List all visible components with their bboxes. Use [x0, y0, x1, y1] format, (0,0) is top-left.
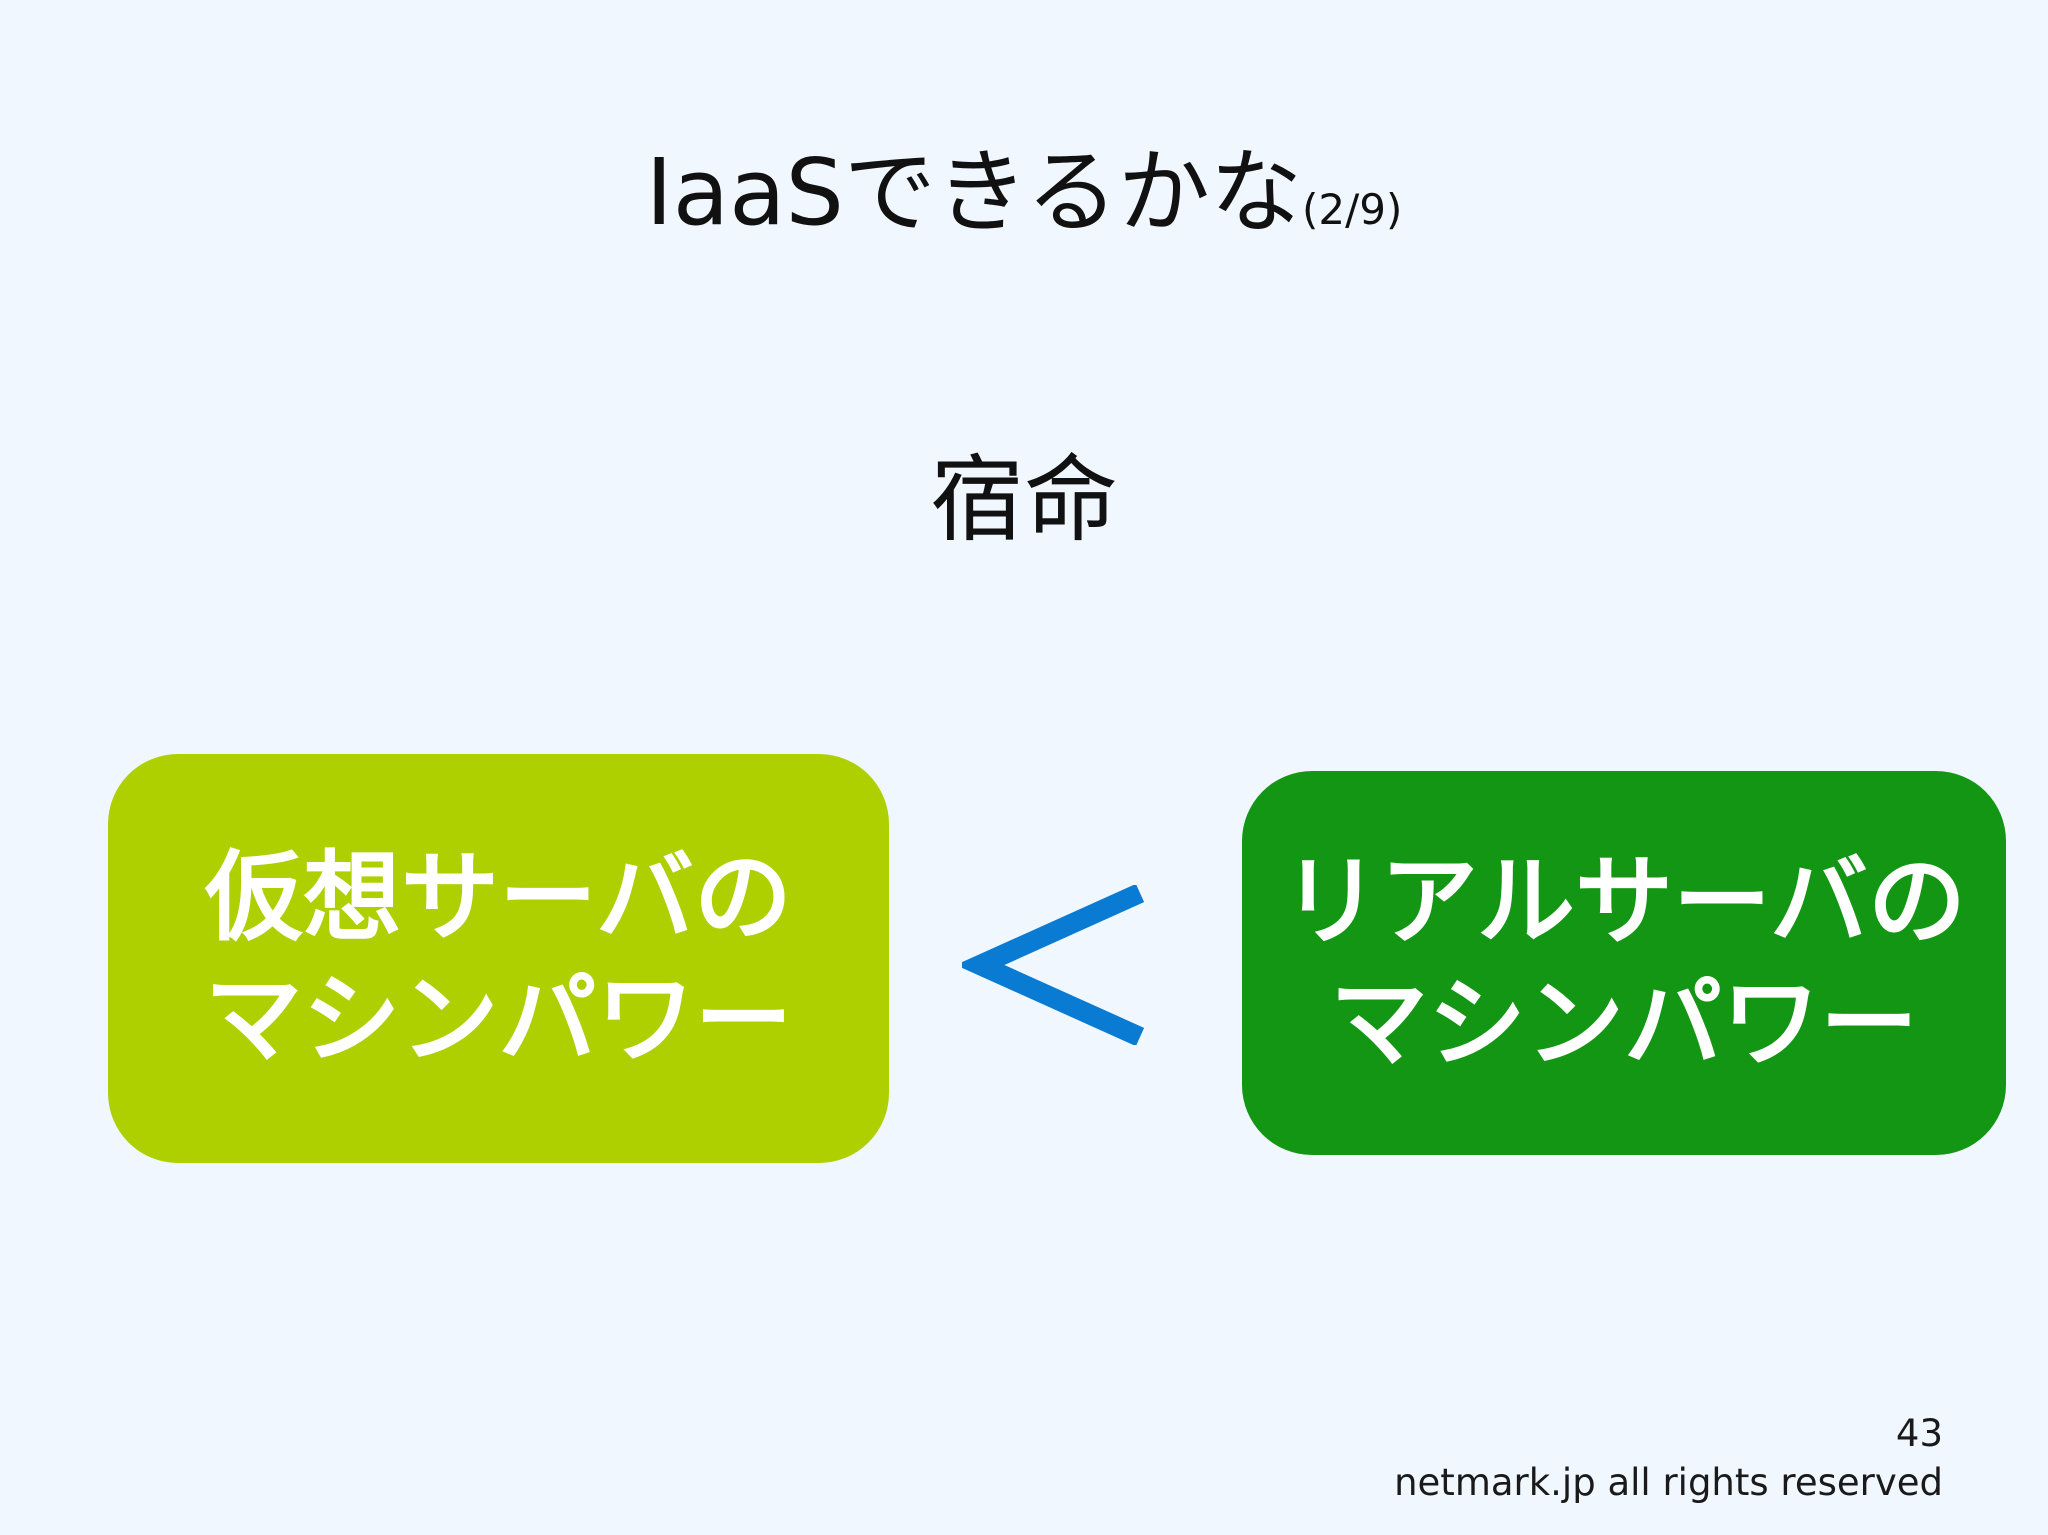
real-server-box: リアルサーバの マシンパワー: [1242, 771, 2006, 1155]
real-server-line1: リアルサーバの: [1281, 845, 1967, 959]
slide-title-text: IaaSできるかな: [645, 139, 1303, 246]
real-server-line2: マシンパワー: [1329, 967, 1918, 1081]
slide-subtitle: 宿命: [929, 446, 1118, 555]
page-number: 43: [1895, 1412, 1943, 1455]
virtual-server-box: 仮想サーバの マシンパワー: [108, 754, 889, 1163]
slide-title-suffix: (2/9): [1302, 185, 1403, 234]
copyright-footer: netmark.jp all rights reserved: [1394, 1461, 1943, 1504]
less-than-icon: [962, 885, 1145, 1045]
virtual-server-line1: 仮想サーバの: [204, 840, 792, 955]
slide-title: IaaSできるかな(2/9): [0, 138, 2048, 248]
virtual-server-line2: マシンパワー: [204, 962, 793, 1077]
